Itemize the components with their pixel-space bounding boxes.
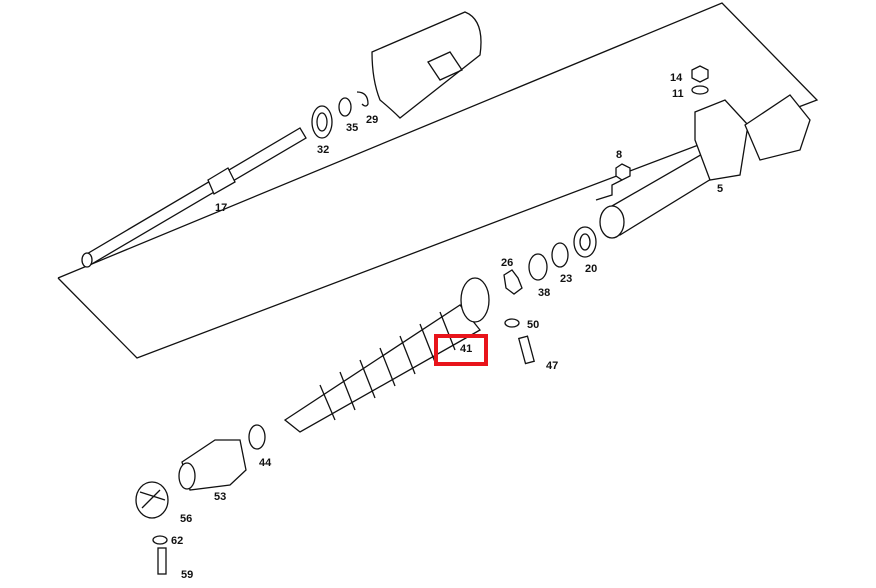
shaft-17-drawing	[81, 127, 307, 268]
part-label-26[interactable]: 26	[501, 257, 514, 269]
assembly-outline	[57, 2, 819, 359]
part-label-56[interactable]: 56	[180, 513, 193, 525]
part-label-14[interactable]: 14	[670, 72, 683, 84]
column-tube-5-drawing	[599, 94, 811, 239]
bolt-59-drawing	[157, 547, 167, 575]
washer-62-drawing	[152, 535, 168, 545]
part-label-50[interactable]: 50	[527, 319, 540, 331]
nut-14-drawing	[691, 65, 709, 83]
ring-38-drawing	[528, 253, 548, 281]
clip-29-drawing	[356, 91, 369, 107]
part-label-11[interactable]: 11	[672, 88, 684, 100]
washer-50-drawing	[504, 318, 520, 328]
nut-8-drawing	[615, 163, 631, 181]
bearing-32-drawing	[311, 105, 333, 139]
part-label-62[interactable]: 62	[171, 535, 184, 547]
bearing-20-drawing	[573, 226, 597, 258]
part-label-23[interactable]: 23	[560, 273, 573, 285]
coupling-56-drawing	[135, 481, 169, 519]
part-label-8[interactable]: 8	[616, 149, 623, 161]
part-label-38[interactable]: 38	[538, 287, 551, 299]
part-label-32[interactable]: 32	[317, 144, 330, 156]
part-label-5[interactable]: 5	[717, 183, 724, 195]
part-label-47[interactable]: 47	[546, 360, 559, 372]
washer-44-drawing	[248, 424, 266, 450]
part-label-44[interactable]: 44	[259, 457, 272, 469]
bushing-53-drawing	[178, 439, 247, 491]
washer-35-drawing	[338, 97, 352, 117]
plate-26-drawing	[503, 269, 523, 295]
part-label-53[interactable]: 53	[214, 491, 227, 503]
part-label-29[interactable]: 29	[366, 114, 379, 126]
worm-shaft-41-drawing	[283, 277, 490, 433]
housing-cover-drawing	[371, 11, 482, 119]
part-label-35[interactable]: 35	[346, 122, 359, 134]
part-label-41[interactable]: 41	[460, 343, 473, 355]
bolt-47-drawing	[517, 335, 535, 365]
seal-23-drawing	[551, 242, 569, 268]
highlight-box-part-41	[434, 334, 488, 366]
washer-11-drawing	[691, 85, 709, 95]
part-label-59[interactable]: 59	[181, 569, 194, 581]
part-label-20[interactable]: 20	[585, 263, 598, 275]
part-label-17[interactable]: 17	[215, 202, 228, 214]
